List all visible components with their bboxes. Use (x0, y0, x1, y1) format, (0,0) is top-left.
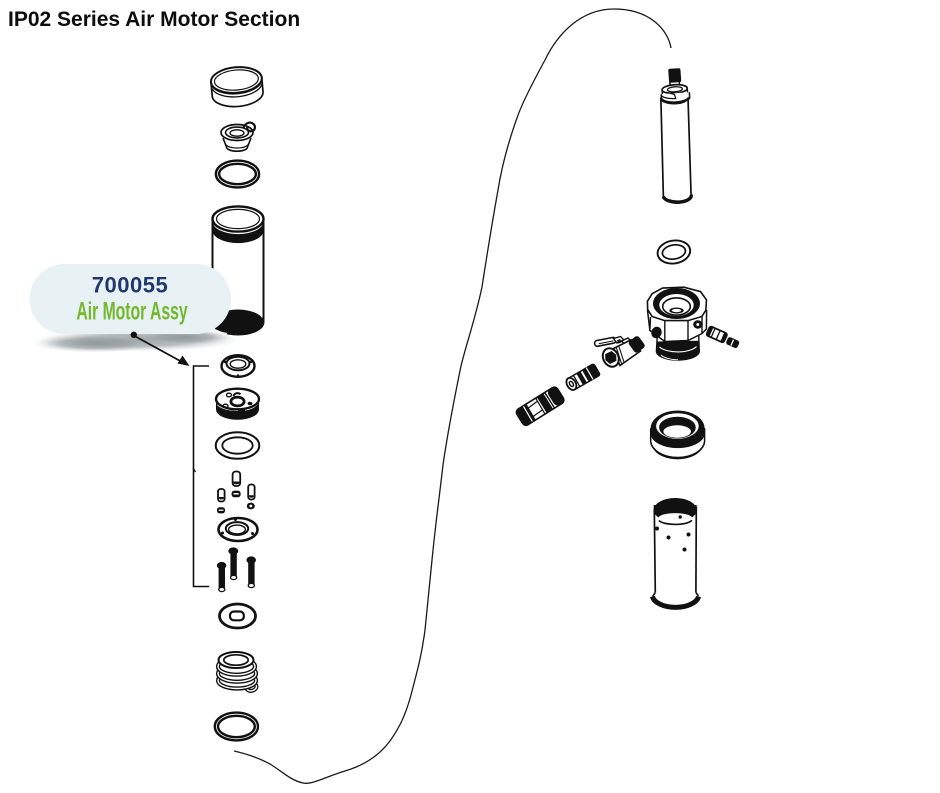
svg-text:700055: 700055 (92, 273, 168, 298)
svg-text:IP02 Series Air Motor Section: IP02 Series Air Motor Section (8, 8, 300, 31)
svg-text:Air Motor Assy: Air Motor Assy (76, 298, 188, 326)
